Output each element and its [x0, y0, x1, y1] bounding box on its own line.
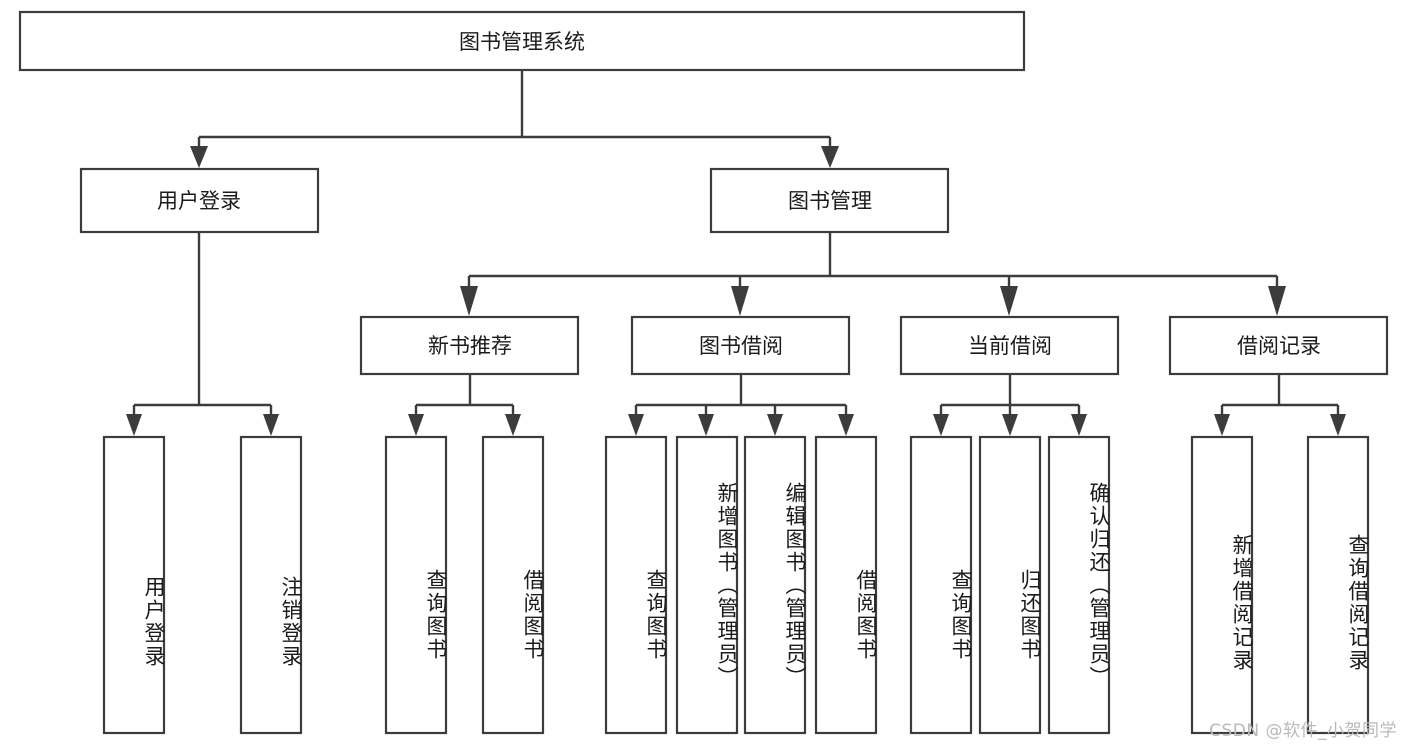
arrow-to-current-borrow: [1000, 286, 1018, 316]
leaf-label-cb-confirm-return: 确认归还（管理员）: [1087, 482, 1111, 689]
arrow-br-leaf-2: [1330, 414, 1346, 436]
arrow-root-to-book-manage: [821, 146, 839, 168]
node-new-book-recommend-box[interactable]: [359, 315, 580, 376]
leaf-box-nbr-borrow-book[interactable]: [481, 435, 545, 735]
arrow-nbr-leaf-2: [505, 414, 521, 436]
arrow-cb-leaf-3: [1071, 414, 1087, 436]
node-book-borrow-box[interactable]: [630, 315, 851, 376]
leaf-label-br-query-record: 查询借阅记录: [1346, 534, 1370, 672]
arrow-br-leaf-1: [1214, 414, 1230, 436]
leaf-box-bb-edit-book[interactable]: [743, 435, 807, 735]
leaf-box-user-login[interactable]: [102, 435, 166, 735]
node-current-borrow-box[interactable]: [899, 315, 1120, 376]
leaf-box-cb-return-book[interactable]: [978, 435, 1042, 735]
node-borrow-record-label: 借阅记录: [1237, 334, 1321, 358]
leaf-label-bb-edit-book: 编辑图书（管理员）: [783, 482, 807, 689]
arrow-cb-leaf-2: [1002, 414, 1018, 436]
node-root-label: 图书管理系统: [459, 30, 585, 54]
arrow-bb-leaf-4: [838, 414, 854, 436]
node-root-box[interactable]: [18, 10, 1026, 72]
leaf-box-logout[interactable]: [239, 435, 303, 735]
leaf-box-cb-confirm-return[interactable]: [1047, 435, 1111, 735]
leaf-label-cb-return-book: 归还图书: [1018, 569, 1042, 661]
leaf-box-br-query-record[interactable]: [1306, 435, 1370, 735]
arrow-user-login-leaf-1: [126, 414, 142, 436]
node-current-borrow-label: 当前借阅: [968, 334, 1052, 358]
leaf-label-cb-query-book: 查询图书: [949, 569, 973, 661]
arrow-to-book-borrow: [731, 286, 749, 316]
leaf-box-nbr-query-book[interactable]: [384, 435, 448, 735]
watermark-text: CSDN @软件_小贺同学: [1209, 721, 1397, 741]
arrow-to-new-book-recommend: [460, 286, 478, 316]
node-book-borrow-label: 图书借阅: [699, 334, 783, 358]
arrow-bb-leaf-2: [698, 414, 714, 436]
node-user-login-label: 用户登录: [157, 189, 241, 213]
arrow-cb-leaf-1: [933, 414, 949, 436]
arrow-bb-leaf-3: [767, 414, 783, 436]
arrow-bb-leaf-1: [628, 414, 644, 436]
arrow-to-borrow-record: [1268, 286, 1286, 316]
arrow-user-login-leaf-2: [263, 414, 279, 436]
leaf-label-bb-add-book: 新增图书（管理员）: [715, 482, 739, 689]
leaf-label-nbr-query-book: 查询图书: [424, 569, 448, 661]
leaf-box-cb-query-book[interactable]: [909, 435, 973, 735]
node-book-manage-label: 图书管理: [788, 189, 872, 213]
arrow-nbr-leaf-1: [408, 414, 424, 436]
leaf-label-bb-borrow-book: 借阅图书: [854, 569, 878, 661]
leaf-box-bb-add-book[interactable]: [675, 435, 739, 735]
leaf-box-bb-borrow-book[interactable]: [814, 435, 878, 735]
leaf-label-logout: 注销登录: [279, 576, 303, 668]
leaf-box-bb-query-book[interactable]: [604, 435, 668, 735]
leaf-label-br-add-record: 新增借阅记录: [1230, 534, 1254, 672]
leaf-label-user-login: 用户登录: [142, 576, 166, 668]
leaf-label-nbr-borrow-book: 借阅图书: [521, 569, 545, 661]
leaf-box-br-add-record[interactable]: [1190, 435, 1254, 735]
leaf-label-bb-query-book: 查询图书: [644, 569, 668, 661]
node-new-book-recommend-label: 新书推荐: [428, 334, 512, 358]
arrow-root-to-user-login: [190, 146, 208, 168]
